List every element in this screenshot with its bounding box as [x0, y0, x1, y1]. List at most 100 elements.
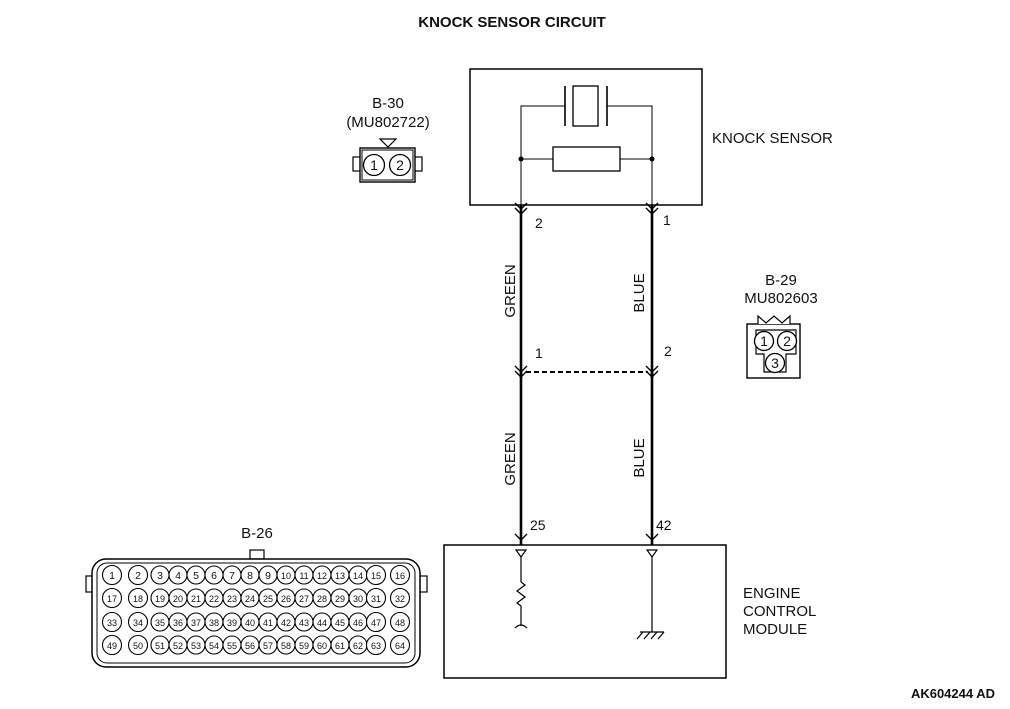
- b26-pin-label: 7: [229, 570, 235, 582]
- connector-b29-name: B-29: [765, 272, 797, 289]
- knock-sensor: KNOCK SENSOR 2 1: [469, 68, 833, 231]
- b26-pin-label: 51: [155, 641, 165, 651]
- b26-pin-circle: [127, 611, 149, 633]
- b26-pin-label: 39: [227, 618, 237, 628]
- b26-pin-label: 42: [281, 618, 291, 628]
- b26-pin-circle: [389, 587, 411, 609]
- b26-pin-label: 63: [371, 641, 381, 651]
- b26-pin-label: 23: [227, 594, 237, 604]
- b26-pin-circle: [101, 564, 123, 586]
- b26-pin-label: 62: [353, 641, 363, 651]
- b26-pin-label: 59: [299, 641, 309, 651]
- b26-pin-label: 36: [173, 618, 183, 628]
- connector-b26-name: B-26: [241, 525, 273, 542]
- ecm-right-ground: [636, 549, 665, 640]
- b26-pin-label: 56: [245, 641, 255, 651]
- connector-b29: B-29 MU802603 1 2 3: [744, 272, 818, 379]
- b26-pin-label: 61: [335, 641, 345, 651]
- connector-b29-part: MU802603: [744, 290, 817, 307]
- b26-pin-label: 32: [395, 594, 405, 604]
- knock-sensor-pin-2: 2: [535, 215, 543, 231]
- b26-pin-label: 44: [317, 618, 327, 628]
- b26-pin-label: 2: [135, 570, 141, 582]
- figure-id: AK604244 AD: [911, 686, 995, 701]
- ecm-left-internal-resistor: [514, 549, 528, 629]
- b26-pin-label: 57: [263, 641, 273, 651]
- b26-pin-label: 45: [335, 618, 345, 628]
- b26-pin-label: 48: [395, 618, 405, 628]
- b26-pin-circle: [389, 634, 411, 656]
- ecm-pin-25-label: 25: [530, 517, 546, 533]
- diagram-title: KNOCK SENSOR CIRCUIT: [418, 14, 606, 31]
- connector-b30: B-30 (MU802722) 1 2: [346, 95, 430, 183]
- knock-sensor-symbol: [518, 85, 655, 206]
- b29-pin-1-label: 1: [535, 345, 543, 361]
- ecm-box: [443, 544, 727, 679]
- b26-pin-label: 30: [353, 594, 363, 604]
- connector-b29-pin-2: 2: [783, 333, 791, 349]
- b26-pin-label: 22: [209, 594, 219, 604]
- wires: GREEN BLUE GREEN BLUE 1 2 25 42: [502, 202, 672, 545]
- ecm-label-line-3: MODULE: [743, 621, 807, 638]
- b26-pin-label: 19: [155, 594, 165, 604]
- b26-pin-label: 25: [263, 594, 273, 604]
- ecm-pin-42-label: 42: [656, 517, 672, 533]
- b26-pin-label: 8: [247, 570, 253, 582]
- knock-sensor-pin-1: 1: [663, 212, 671, 228]
- b26-pin-label: 4: [175, 570, 181, 582]
- b26-pin-label: 10: [281, 571, 291, 581]
- b26-pin-label: 9: [265, 570, 271, 582]
- knock-sensor-label: KNOCK SENSOR: [712, 130, 833, 147]
- b26-pin-label: 52: [173, 641, 183, 651]
- connector-b30-name: B-30: [372, 95, 404, 112]
- b26-pin-label: 17: [107, 594, 117, 604]
- b26-pin-circle: [127, 634, 149, 656]
- b26-pin-label: 26: [281, 594, 291, 604]
- b26-pin-label: 20: [173, 594, 183, 604]
- b26-pin-label: 60: [317, 641, 327, 651]
- b26-pin-label: 12: [317, 571, 327, 581]
- b26-pin-label: 55: [227, 641, 237, 651]
- b26-pin-label: 58: [281, 641, 291, 651]
- b26-pin-label: 49: [107, 641, 117, 651]
- b26-pin-circle: [389, 611, 411, 633]
- b26-pin-label: 29: [335, 594, 345, 604]
- b26-pin-circle: [365, 564, 387, 586]
- wire-color-left-lower: GREEN: [502, 432, 519, 485]
- b26-pin-label: 31: [371, 594, 381, 604]
- b26-pin-circle: [365, 611, 387, 633]
- connector-b30-pin-1: 1: [370, 157, 378, 173]
- wire-color-right-lower: BLUE: [631, 438, 648, 477]
- b26-pin-label: 35: [155, 618, 165, 628]
- b26-pin-label: 54: [209, 641, 219, 651]
- b26-pin-label: 33: [107, 618, 117, 628]
- b26-pin-circle: [365, 587, 387, 609]
- b26-pin-label: 15: [371, 571, 381, 581]
- b26-pin-label: 47: [371, 618, 381, 628]
- connector-b30-pin-2: 2: [396, 157, 404, 173]
- wire-color-right-upper: BLUE: [631, 273, 648, 312]
- b26-pin-label: 34: [133, 618, 143, 628]
- b26-pin-circle: [127, 587, 149, 609]
- b26-pin-label: 28: [317, 594, 327, 604]
- connector-b30-part: (MU802722): [346, 114, 429, 131]
- b26-pin-label: 46: [353, 618, 363, 628]
- b26-pin-label: 3: [157, 570, 163, 582]
- b26-pin-label: 11: [299, 571, 308, 581]
- ecm-label-line-1: ENGINE: [743, 585, 801, 602]
- b26-pin-circle: [101, 611, 123, 633]
- engine-control-module: ENGINE CONTROL MODULE: [443, 544, 816, 679]
- b26-pin-label: 40: [245, 618, 255, 628]
- b26-pin-label: 64: [395, 641, 405, 651]
- b26-pin-label: 27: [299, 594, 309, 604]
- connector-chevrons: [514, 202, 659, 541]
- b26-pin-label: 5: [193, 570, 199, 582]
- b26-pin-label: 16: [395, 571, 405, 581]
- b26-pin-label: 43: [299, 618, 309, 628]
- wire-color-left-upper: GREEN: [502, 264, 519, 317]
- b26-pin-label: 50: [133, 641, 143, 651]
- b26-pin-label: 14: [353, 571, 363, 581]
